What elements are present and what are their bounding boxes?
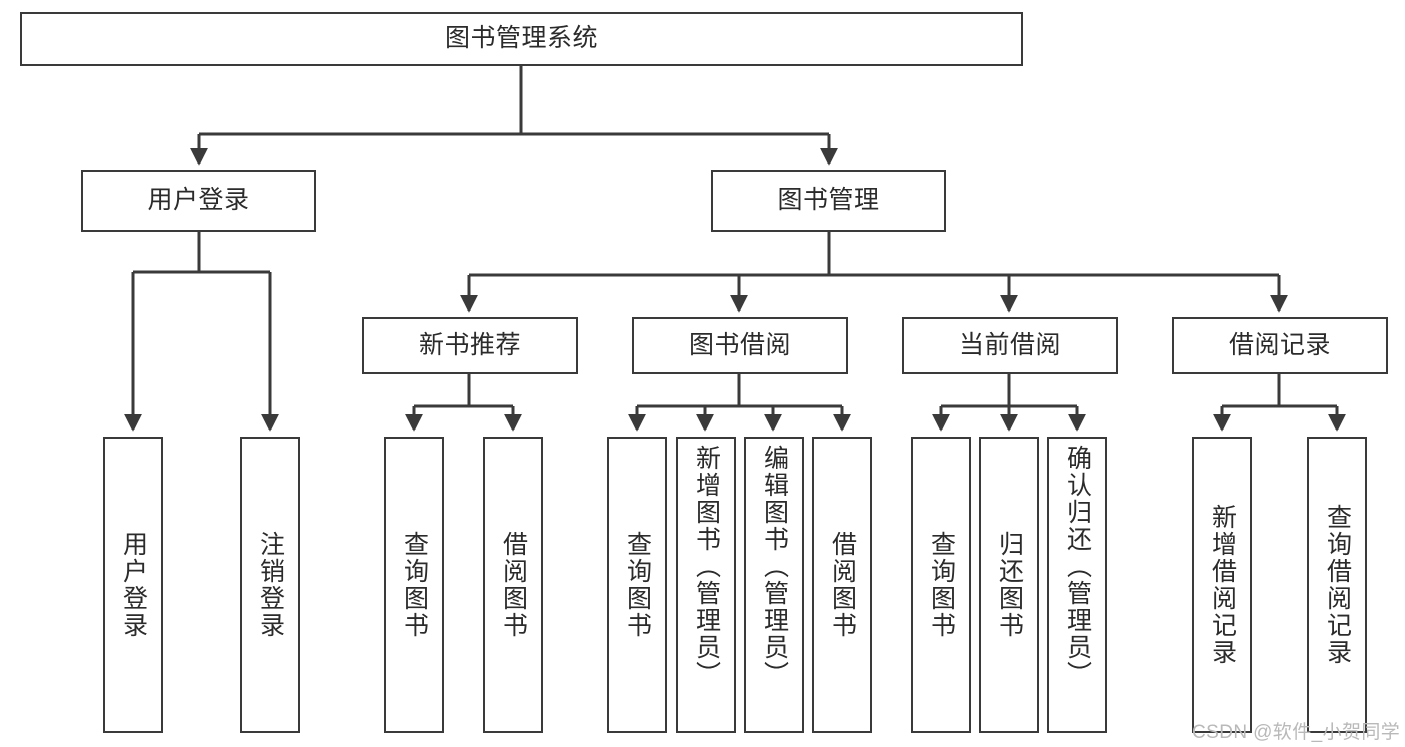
node-leaf-edit-book-label: 编辑图书（管理员） — [760, 445, 789, 688]
node-leaf-user-login-label: 用户登录 — [119, 531, 148, 639]
node-current-borrow[interactable]: 当前借阅 — [902, 317, 1118, 374]
node-leaf-query-book-1-label: 查询图书 — [400, 531, 429, 639]
node-user-login-label: 用户登录 — [147, 186, 250, 215]
node-leaf-query-book-2-label: 查询图书 — [623, 531, 652, 639]
node-leaf-return-book[interactable]: 归还图书 — [979, 437, 1039, 733]
node-leaf-query-book-2[interactable]: 查询图书 — [607, 437, 667, 733]
node-root-label: 图书管理系统 — [444, 24, 598, 53]
node-leaf-add-book-label: 新增图书（管理员） — [692, 445, 721, 688]
node-leaf-add-book[interactable]: 新增图书（管理员） — [676, 437, 736, 733]
node-borrow-record-label: 借阅记录 — [1228, 330, 1331, 359]
node-leaf-add-record-label: 新增借阅记录 — [1208, 504, 1237, 666]
csdn-watermark: CSDN @软件_小贺同学 — [1192, 722, 1401, 743]
node-leaf-borrow-book-1-label: 借阅图书 — [499, 531, 528, 639]
node-borrow-record[interactable]: 借阅记录 — [1172, 317, 1388, 374]
node-leaf-query-book-3[interactable]: 查询图书 — [911, 437, 971, 733]
node-current-borrow-label: 当前借阅 — [958, 330, 1061, 359]
node-leaf-borrow-book-2[interactable]: 借阅图书 — [812, 437, 872, 733]
node-root[interactable]: 图书管理系统 — [20, 12, 1023, 66]
node-leaf-query-record[interactable]: 查询借阅记录 — [1307, 437, 1367, 733]
node-leaf-borrow-book-1[interactable]: 借阅图书 — [483, 437, 543, 733]
node-book-manage-label: 图书管理 — [777, 186, 880, 215]
node-leaf-logout-login-label: 注销登录 — [256, 531, 285, 639]
node-book-borrow-label: 图书借阅 — [688, 330, 791, 359]
node-leaf-query-record-label: 查询借阅记录 — [1323, 504, 1352, 666]
node-leaf-confirm-return-label: 确认归还（管理员） — [1063, 445, 1092, 688]
node-new-book-recommend[interactable]: 新书推荐 — [362, 317, 578, 374]
node-leaf-query-book-3-label: 查询图书 — [927, 531, 956, 639]
node-leaf-user-login[interactable]: 用户登录 — [103, 437, 163, 733]
node-leaf-borrow-book-2-label: 借阅图书 — [828, 531, 857, 639]
node-leaf-add-record[interactable]: 新增借阅记录 — [1192, 437, 1252, 733]
node-leaf-confirm-return[interactable]: 确认归还（管理员） — [1047, 437, 1107, 733]
node-user-login[interactable]: 用户登录 — [81, 170, 316, 232]
node-book-borrow[interactable]: 图书借阅 — [632, 317, 848, 374]
node-leaf-logout-login[interactable]: 注销登录 — [240, 437, 300, 733]
node-leaf-edit-book[interactable]: 编辑图书（管理员） — [744, 437, 804, 733]
node-leaf-return-book-label: 归还图书 — [995, 531, 1024, 639]
node-leaf-query-book-1[interactable]: 查询图书 — [384, 437, 444, 733]
node-book-manage[interactable]: 图书管理 — [711, 170, 946, 232]
node-new-book-recommend-label: 新书推荐 — [418, 330, 521, 359]
